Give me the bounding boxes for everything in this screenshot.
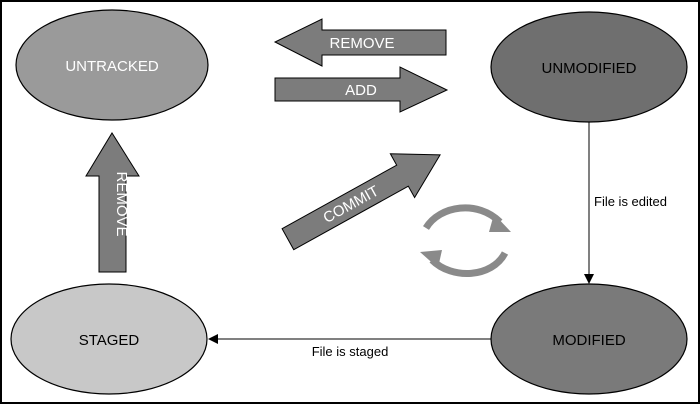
remove-arrow-top-label: REMOVE	[329, 35, 394, 52]
remove-arrow-top-shape	[273, 18, 447, 67]
state-unmodified: UNMODIFIED	[490, 11, 688, 123]
file-is-staged-label: File is staged	[312, 344, 389, 359]
remove-arrow-left: REMOVE	[85, 132, 140, 273]
untracked-ellipse	[15, 9, 209, 121]
cycle-icon	[420, 204, 511, 277]
cycle-arrowhead-top	[489, 214, 511, 232]
state-modified: MODIFIED	[490, 283, 688, 395]
state-staged: STAGED	[10, 283, 208, 395]
staged-ellipse	[10, 283, 208, 395]
remove-arrow-left-label: REMOVE	[113, 171, 130, 236]
remove-arrow-left-shape	[85, 132, 140, 273]
cycle-arc-top	[423, 204, 503, 231]
add-arrow-shape	[274, 66, 449, 113]
unmodified-label: UNMODIFIED	[542, 60, 637, 77]
commit-arrow-shape	[281, 153, 441, 251]
add-arrow-label: ADD	[345, 82, 377, 99]
file-is-edited-label: File is edited	[594, 194, 667, 209]
staged-label: STAGED	[79, 332, 140, 349]
modified-label: MODIFIED	[552, 332, 625, 349]
state-untracked: UNTRACKED	[15, 9, 209, 121]
cycle-arrowhead-bottom	[420, 250, 442, 268]
remove-arrow-top: REMOVE	[273, 18, 447, 67]
untracked-label: UNTRACKED	[65, 58, 159, 75]
add-arrow: ADD	[274, 66, 449, 113]
